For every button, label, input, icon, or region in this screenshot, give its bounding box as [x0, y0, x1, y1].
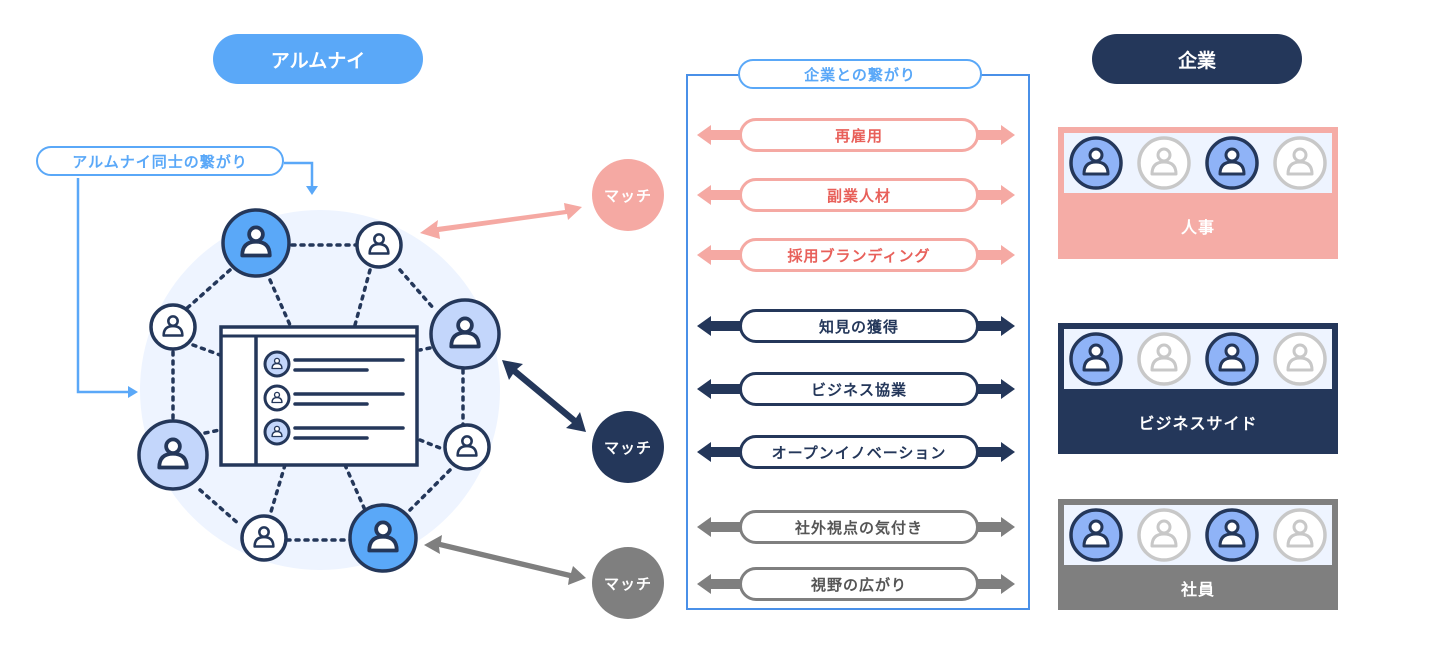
match-arrow-gray — [424, 535, 586, 585]
double-arrow-icon — [697, 125, 1015, 145]
double-arrow-icon — [697, 574, 1015, 594]
member-icons — [1064, 329, 1332, 389]
network-node — [221, 208, 291, 278]
double-arrow-icon — [697, 245, 1015, 265]
connection-type-row: ビジネス協業 — [697, 370, 1015, 408]
profile-list-item — [263, 384, 291, 412]
department-label: ビジネスサイド — [1138, 413, 1258, 433]
member-person-icon — [1273, 332, 1327, 386]
member-person-icon — [1273, 508, 1327, 562]
connection-type-row: 再雇用 — [697, 116, 1015, 154]
member-person-icon — [1205, 136, 1259, 190]
network-node — [137, 419, 209, 491]
company-header: 企業 — [1092, 34, 1302, 84]
connection-type-label: ビジネス協業 — [739, 372, 979, 406]
connection-type-label: 視野の広がり — [739, 567, 979, 601]
connection-type-label: 知見の獲得 — [739, 309, 979, 343]
double-arrow-icon — [697, 442, 1015, 462]
connection-type-label: 社外視点の気付き — [739, 510, 979, 544]
company-connections-title: 企業との繋がり — [738, 59, 982, 89]
arrow-down-icon — [306, 186, 318, 195]
connection-type-label: オープンイノベーション — [739, 435, 979, 469]
match-badge-gray: マッチ — [592, 547, 664, 619]
network-node — [355, 221, 403, 269]
member-person-icon — [1069, 508, 1123, 562]
department-hr: 人事 — [1058, 127, 1338, 259]
network-node — [348, 503, 418, 573]
double-arrow-icon — [697, 379, 1015, 399]
connection-type-label: 採用ブランディング — [739, 238, 979, 272]
connection-type-label: 副業人材 — [739, 178, 979, 212]
department-business: ビジネスサイド — [1058, 323, 1338, 454]
network-node — [149, 303, 197, 351]
alumni-connection-label: アルムナイ同士の繋がり — [36, 146, 284, 176]
arrow-right-icon — [128, 386, 138, 398]
double-arrow-icon — [697, 185, 1015, 205]
dotted-links — [171, 243, 465, 542]
connection-type-row: 副業人材 — [697, 176, 1015, 214]
member-icons — [1064, 505, 1332, 565]
profile-list-window — [219, 325, 419, 467]
member-person-icon — [1137, 332, 1191, 386]
member-person-icon — [1205, 508, 1259, 562]
member-person-icon — [1137, 508, 1191, 562]
match-badge-navy: マッチ — [592, 411, 664, 483]
double-arrow-icon — [697, 517, 1015, 537]
member-icons — [1064, 133, 1332, 193]
match-arrow-pink — [420, 203, 582, 239]
member-person-icon — [1137, 136, 1191, 190]
department-label: 社員 — [1180, 579, 1215, 599]
department-employees: 社員 — [1058, 499, 1338, 610]
match-arrow-navy — [502, 360, 586, 432]
network-node — [429, 298, 501, 370]
profile-list-item — [263, 350, 291, 378]
double-arrow-icon — [697, 316, 1015, 336]
network-node — [443, 423, 491, 471]
connection-type-row: 視野の広がり — [697, 565, 1015, 603]
alumni-network — [137, 208, 501, 573]
member-person-icon — [1273, 136, 1327, 190]
member-person-icon — [1069, 332, 1123, 386]
match-badge-pink: マッチ — [592, 159, 664, 231]
network-node — [240, 514, 288, 562]
member-person-icon — [1205, 332, 1259, 386]
connection-type-label: 再雇用 — [739, 118, 979, 152]
match-arrows — [420, 203, 586, 585]
alumni-connector-arrows — [76, 161, 318, 398]
department-label: 人事 — [1180, 218, 1215, 237]
alumni-header: アルムナイ — [213, 34, 423, 84]
connection-type-row: 社外視点の気付き — [697, 508, 1015, 546]
connection-type-row: オープンイノベーション — [697, 433, 1015, 471]
profile-list-item — [263, 418, 291, 446]
connection-type-row: 採用ブランディング — [697, 236, 1015, 274]
member-person-icon — [1069, 136, 1123, 190]
connection-type-row: 知見の獲得 — [697, 307, 1015, 345]
